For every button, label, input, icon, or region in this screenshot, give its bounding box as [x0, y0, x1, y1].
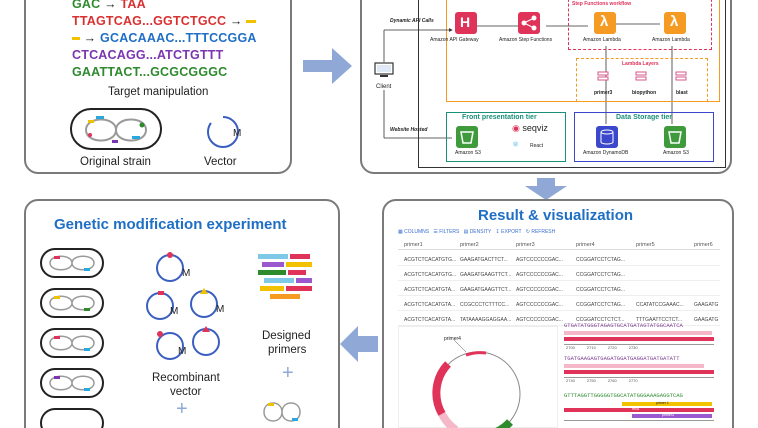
experiment-title: Genetic modification experiment: [54, 216, 287, 233]
vector-m-2: M: [170, 306, 179, 317]
plus-sign-1: +: [176, 398, 188, 420]
step-functions-label: Amazon Step Functions: [499, 37, 553, 43]
seq-line-3: → GCACAAAC...TTTCCGGA: [72, 31, 257, 45]
lambda-1-label: Amazon Lambda: [583, 37, 621, 43]
original-strain: [70, 108, 162, 150]
columns-button[interactable]: ▦ COLUMNS: [398, 229, 430, 235]
front-tier-box: [446, 112, 566, 162]
map-primer-label: primer4: [444, 336, 461, 342]
col-primer3[interactable]: primer3: [516, 242, 535, 248]
sequence-viewer: GTGATATGGGTAGAGTGCATGATAGTATGGCAATCA 270…: [562, 322, 722, 428]
seqviz-logo: ◉ seqviz: [512, 123, 548, 133]
dynamic-api-label: Dynamic API Calls: [390, 18, 434, 24]
s3-front-icon: [456, 126, 478, 148]
refresh-button[interactable]: ↻ REFRESH: [525, 229, 556, 235]
dynamodb-icon: [596, 126, 618, 148]
storage-tier-box: [574, 112, 714, 162]
lambda-1-icon: λ: [594, 12, 616, 34]
storage-tier-label: Data Storage tier: [616, 114, 673, 121]
vector-icon: [207, 115, 239, 148]
target-manipulation-panel: [24, 0, 292, 174]
col-primer6[interactable]: primer6: [694, 242, 713, 248]
layer-icons: [597, 71, 687, 81]
s3-storage-label: Amazon S3: [663, 150, 689, 156]
table-row[interactable]: ACGTCTCACATGTA... GAAGATGAAGTTCT... AGTC…: [398, 282, 720, 296]
seq-line-5: GAATTACT...GCGCGGGC: [72, 65, 228, 79]
lambda-2-label: Amazon Lambda: [652, 37, 690, 43]
modified-strain-5: [40, 408, 104, 428]
layer-blast: blast: [676, 90, 688, 96]
arrow-left-icon: [340, 326, 378, 362]
react-label: React: [530, 143, 544, 149]
lambda-layers-label: Lambda Layers: [622, 61, 659, 67]
arrow-down-icon: [525, 178, 567, 200]
client-computer-icon: [374, 62, 394, 77]
target-caption: Target manipulation: [108, 86, 209, 98]
sf-workflow-box: [568, 0, 712, 50]
client-label: Client: [376, 84, 392, 90]
layer-primer3: primer3: [594, 90, 613, 96]
strain-plasmid-loops: [49, 255, 95, 391]
recombinant-vectors-icon: [146, 252, 220, 360]
vector-m-3: M: [216, 304, 225, 315]
api-gateway-label: Amazon API Gateway: [430, 37, 479, 43]
vector-m-4: M: [178, 346, 187, 357]
seq-line-2: TTAGTCAG...GGTCTGCC →: [72, 14, 257, 28]
table-row[interactable]: ACGTCTCACATGTA... CCGCCCTCTTTCC... AGTCC…: [398, 297, 720, 311]
s3-storage-icon: [664, 126, 686, 148]
lambda-2-icon: λ: [664, 12, 686, 34]
lambda-layers-box: [576, 58, 708, 102]
seq-row-3: GTTTAGGTTGGGGGTGGCATATGGGAAAGAGGTCAG: [564, 392, 683, 399]
vector-label: Vector: [204, 156, 237, 168]
layer-biopython: biopython: [632, 90, 657, 96]
designed-label-1: Designed: [262, 330, 311, 342]
seq-row-1: GTGATATGGGTAGAGTGCATGATAGTATGGCAATCA: [564, 322, 683, 329]
cloud-boundary: [418, 0, 726, 168]
result-panel: [382, 199, 734, 428]
feature-primer3: [632, 414, 712, 418]
recombinant-label-2: vector: [170, 386, 202, 398]
vector-m-1: M: [182, 268, 191, 279]
vector-letter: M: [233, 128, 242, 139]
col-primer5[interactable]: primer5: [636, 242, 655, 248]
col-primer4[interactable]: primer4: [576, 242, 595, 248]
api-gateway-icon: H: [455, 12, 477, 34]
sf-workflow-label: Step Functions workflow: [572, 1, 632, 7]
seq-line-4: CTCACAGG...ATCTGTTT: [72, 48, 224, 62]
col-primer1[interactable]: primer1: [404, 242, 423, 248]
architecture-connectors: [383, 23, 673, 139]
dynamodb-label: Amazon DynamoDB: [583, 150, 629, 156]
plus-sign-2: +: [282, 362, 294, 384]
col-primer2[interactable]: primer2: [460, 242, 479, 248]
designed-primers-icon: [258, 254, 312, 299]
strain-plasmid-icon: [263, 402, 301, 422]
step-functions-icon: [518, 12, 540, 34]
feature-reca: [564, 408, 714, 412]
primer-table: primer1 primer2 primer3 primer4 primer5 …: [398, 240, 720, 326]
circular-plasmid-map: [432, 339, 521, 428]
react-logo: ⚛: [512, 140, 520, 149]
s3-front-label: Amazon S3: [455, 150, 481, 156]
density-button[interactable]: ▤ DENSITY: [463, 229, 492, 235]
table-row[interactable]: ACGTCTCACATGTA... TATAAAAGGAGGAA... AGTC…: [398, 312, 720, 326]
original-strain-label: Original strain: [80, 156, 151, 168]
website-hosted-label: Website Hosted: [390, 127, 428, 133]
designed-label-2: primers: [268, 344, 307, 356]
result-title: Result & visualization: [478, 207, 634, 224]
front-tier-label: Front presentation tier: [462, 114, 537, 121]
arrow-right-icon: [303, 48, 352, 84]
plasmid-loops-icon: [84, 116, 148, 143]
grid-toolbar: ▦ COLUMNS ☰ FILTERS ▤ DENSITY ↧ EXPORT ↻…: [398, 229, 555, 235]
table-row[interactable]: ACGTCTCACATGTG... GAAGATGAAGTTCT... AGTC…: [398, 267, 720, 281]
filters-button[interactable]: ☰ FILTERS: [433, 229, 460, 235]
seq-row-2: TGATGAAGAGTGAGATGGATGAGGATGATGATATT: [564, 355, 680, 362]
recombinant-label-1: Recombinant: [152, 372, 220, 384]
table-row[interactable]: ACGTCTCACATGTG... GAAGATGACTTCT... AGTCC…: [398, 252, 720, 266]
export-button[interactable]: ↧ EXPORT: [495, 229, 522, 235]
seq-line-1: GAC → TAA: [72, 0, 146, 11]
feature-primer1: [622, 402, 712, 406]
